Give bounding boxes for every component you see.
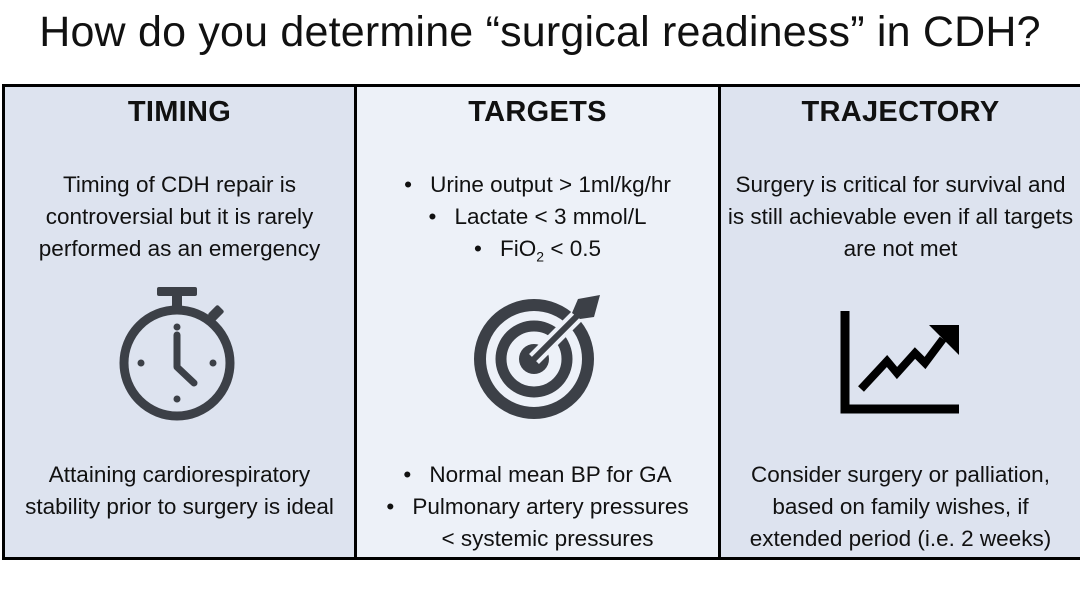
timing-description: Timing of CDH repair is controversial bu…: [38, 172, 321, 261]
trend-chart-icon: [721, 283, 1080, 423]
timing-note: Attaining cardiorespiratory stability pr…: [25, 462, 334, 519]
trajectory-column: TRAJECTORY Surgery is critical for survi…: [721, 87, 1080, 557]
target-icon: [357, 283, 718, 423]
list-item: •Normal mean BP for GA: [403, 462, 672, 487]
list-item: •FiO2 < 0.5: [474, 236, 601, 265]
trajectory-description: Surgery is critical for survival and is …: [727, 172, 1074, 261]
slide-title: How do you determine “surgical readiness…: [39, 8, 1041, 56]
list-item-continuation: < systemic pressures: [441, 526, 654, 551]
timing-heading: TIMING: [127, 96, 232, 128]
list-item: •Lactate < 3 mmol/L: [428, 204, 647, 229]
list-item: •Pulmonary artery pressures: [386, 494, 689, 519]
targets-list: •Urine output > 1ml/kg/hr •Lactate < 3 m…: [357, 169, 718, 273]
targets-heading: TARGETS: [468, 96, 607, 128]
trajectory-note: Consider surgery or palliation, based on…: [749, 462, 1052, 551]
stopwatch-icon: [5, 283, 354, 423]
timing-column: TIMING Timing of CDH repair is controver…: [5, 87, 357, 557]
targets-column: TARGETS •Urine output > 1ml/kg/hr •Lacta…: [357, 87, 721, 557]
trajectory-heading: TRAJECTORY: [801, 96, 1000, 128]
list-item: •Urine output > 1ml/kg/hr: [404, 172, 671, 197]
targets-bottom-list: •Normal mean BP for GA •Pulmonary artery…: [357, 459, 718, 555]
readiness-table: TIMING Timing of CDH repair is controver…: [2, 84, 1080, 560]
